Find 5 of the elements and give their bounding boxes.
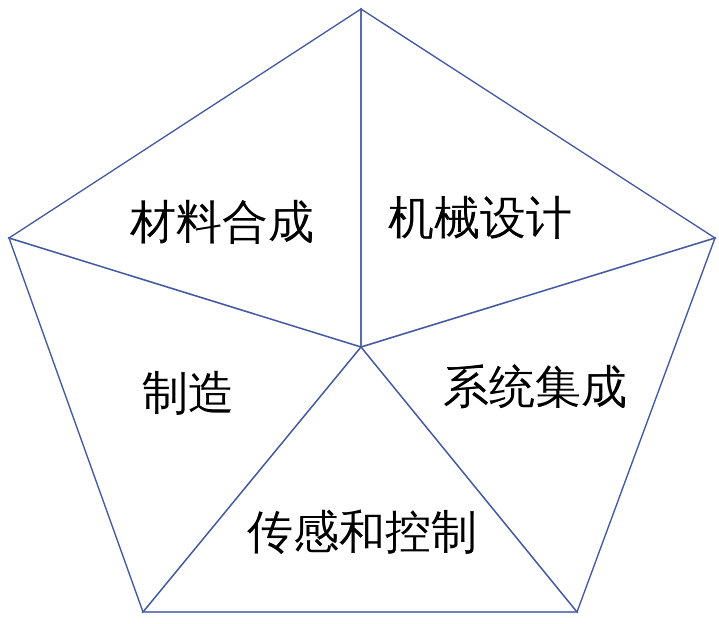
segment-label: 传感和控制	[247, 506, 477, 558]
segment-label: 机械设计	[388, 192, 572, 244]
segment-label: 系统集成	[443, 362, 627, 412]
segment-label: 材料合成	[130, 196, 314, 248]
segment-label: 制造	[142, 368, 234, 418]
